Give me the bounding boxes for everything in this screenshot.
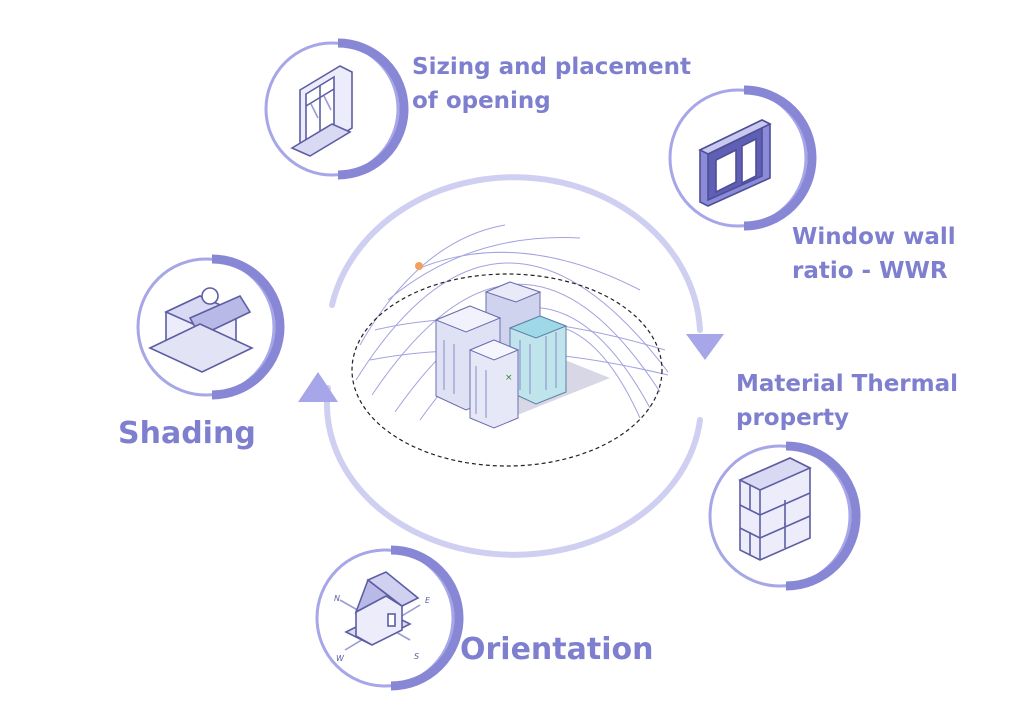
- label-shading-line-1: Shading: [118, 416, 256, 451]
- node-orientation: N E W S: [315, 545, 464, 691]
- compass-e-label: E: [425, 596, 431, 605]
- label-opening-line-1: Sizing and placement: [412, 54, 691, 80]
- svg-text:×: ×: [505, 373, 513, 383]
- cycle-arrowhead-right: [686, 334, 724, 360]
- node-shading: [136, 254, 285, 400]
- label-orientation: Orientation: [460, 632, 653, 668]
- compass-w-label: W: [336, 654, 345, 663]
- node-material: [708, 441, 861, 591]
- label-material: Material Thermal property: [736, 367, 958, 435]
- label-orientation-line-1: Orientation: [460, 632, 654, 667]
- node-wwr: [668, 85, 817, 231]
- brick-wall-icon: [738, 457, 812, 561]
- building-sun-path-icon: ×: [351, 224, 669, 467]
- compass-n-label: N: [334, 594, 340, 603]
- cycle-arrowhead-left: [298, 372, 338, 402]
- label-material-line-1: Material Thermal: [736, 371, 959, 397]
- window-wall-ratio-icon: [698, 119, 772, 207]
- label-material-line-2: property: [736, 405, 850, 431]
- house-compass-icon: [339, 571, 421, 651]
- cycle-arc-top: [329, 174, 703, 333]
- shaded-shop-icon: [148, 287, 254, 373]
- label-wwr: Window wall ratio - WWR: [792, 220, 956, 288]
- compass-s-label: S: [414, 652, 419, 661]
- label-shading: Shading: [118, 416, 256, 452]
- label-wwr-line-2: ratio - WWR: [792, 258, 948, 284]
- label-opening-line-2: of opening: [412, 88, 551, 114]
- cycle-arrows: [323, 174, 703, 558]
- node-opening: [264, 38, 409, 180]
- label-wwr-line-1: Window wall: [792, 224, 956, 250]
- window-icon: [290, 65, 353, 157]
- label-opening: Sizing and placement of opening: [412, 50, 691, 118]
- cycle-arc-bottom: [323, 385, 703, 558]
